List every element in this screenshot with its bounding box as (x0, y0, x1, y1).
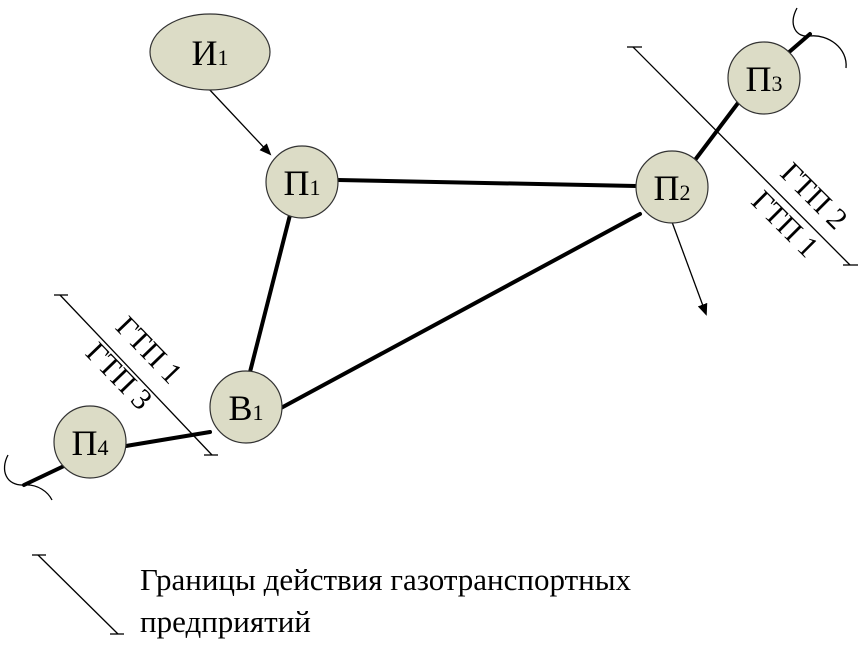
node-letter: П (72, 423, 98, 463)
node-letter: И (192, 33, 218, 73)
pipe-p4-out (22, 464, 66, 487)
pipe-p1-b1 (248, 213, 292, 374)
node-p2: П2 (635, 150, 709, 224)
svg-text:П3: П3 (746, 59, 783, 99)
pipe-b1-p2 (279, 212, 642, 410)
legend: Границы действия газотранспортных предпр… (32, 554, 632, 639)
node-index: 1 (310, 175, 321, 200)
supply-arrow (207, 87, 272, 156)
legend-boundary-symbol (32, 554, 124, 635)
pipe-b1-p4 (124, 430, 212, 448)
node-index: 3 (772, 71, 783, 96)
legend-text-line2: предприятий (140, 604, 311, 639)
node-letter: В (228, 388, 252, 428)
svg-text:И1: И1 (192, 33, 229, 73)
node-index: 2 (680, 180, 691, 205)
node-letter: П (284, 163, 310, 203)
pipe-p1-p2 (336, 178, 638, 188)
break-mark-left (3, 454, 53, 501)
svg-text:П1: П1 (284, 163, 321, 203)
svg-text:В1: В1 (228, 388, 263, 428)
svg-text:П2: П2 (654, 168, 691, 208)
svg-text:П4: П4 (72, 423, 109, 463)
node-index: 1 (253, 400, 264, 425)
node-source-i1: И1 (149, 13, 271, 91)
node-index: 4 (98, 435, 109, 460)
node-index: 1 (218, 45, 229, 70)
node-letter: П (654, 168, 680, 208)
node-p3: П3 (727, 41, 801, 115)
node-p4: П4 (53, 405, 127, 479)
node-b1: В1 (209, 370, 283, 444)
node-p1: П1 (265, 145, 339, 219)
legend-text-line1: Границы действия газотранспортных (140, 562, 632, 597)
node-letter: П (746, 59, 772, 99)
pipe-p3-out (786, 32, 812, 55)
break-mark-right (792, 7, 847, 69)
offtake-arrow (671, 221, 708, 316)
